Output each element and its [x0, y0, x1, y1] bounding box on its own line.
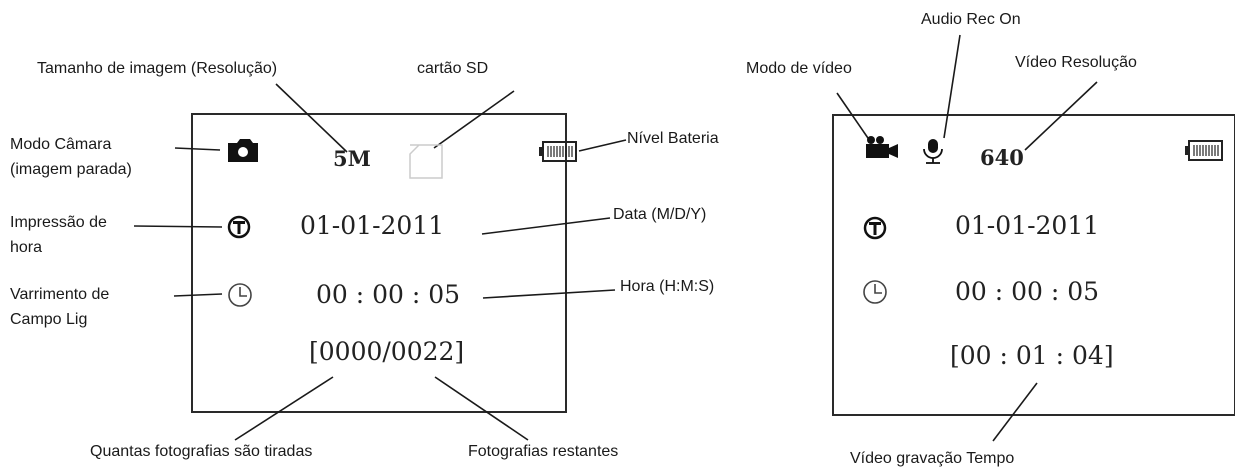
display-time: 00 : 00 : 05 [316, 280, 461, 309]
callout-video-mode [836, 92, 871, 142]
label-date: Data (M/D/Y) [613, 206, 707, 223]
label-video-resolution: Vídeo Resolução [1015, 54, 1137, 71]
label-time: Hora (H:M:S) [620, 278, 715, 295]
callout-date [481, 217, 611, 235]
label-photos-remaining: Fotografias restantes [468, 443, 619, 460]
label-audio-rec: Audio Rec On [921, 11, 1021, 28]
display-date: 01-01-2011 [300, 211, 445, 240]
camera-icon [228, 139, 258, 162]
display-rec-time: [00 : 01 : 04] [950, 341, 1114, 370]
timestamp-icon [863, 216, 887, 240]
callout-audio-rec [943, 34, 961, 139]
callout-time [482, 289, 616, 299]
callout-recording-time [992, 382, 1038, 442]
callout-timestamp [133, 225, 223, 228]
battery-icon [1185, 140, 1223, 161]
callout-image-size [275, 83, 348, 153]
label-field-scan-line2: Campo Lig [10, 311, 88, 328]
label-image-size: Tamanho de imagem (Resolução) [37, 60, 278, 77]
label-recording-time: Vídeo gravação Tempo [850, 450, 1015, 467]
video-camera-icon [866, 136, 898, 158]
label-camera-mode-line2: (imagem parada) [10, 161, 132, 178]
video-screen-frame [832, 114, 1235, 416]
microphone-icon [923, 139, 943, 164]
label-battery-level: Nível Bateria [627, 130, 719, 147]
callout-field-scan [173, 293, 223, 297]
label-sd-card: cartão SD [417, 60, 489, 77]
callout-camera-mode [174, 147, 221, 151]
label-photos-taken: Quantas fotografias são tiradas [90, 443, 313, 460]
label-timestamp-line2: hora [10, 239, 43, 256]
display-video-date: 01-01-2011 [955, 211, 1100, 240]
label-camera-mode-line1: Modo Câmara [10, 136, 112, 153]
callout-battery [578, 139, 627, 152]
sd-card-icon [409, 144, 443, 179]
callout-photos-remaining [434, 376, 529, 441]
timestamp-icon [227, 215, 251, 239]
display-video-time: 00 : 00 : 05 [955, 277, 1100, 306]
display-video-resolution: 640 [980, 145, 1024, 170]
label-video-mode: Modo de vídeo [746, 60, 852, 77]
callout-video-resolution [1024, 81, 1098, 151]
callout-sd-card [433, 90, 515, 149]
battery-icon [539, 141, 577, 162]
display-resolution: 5M [333, 146, 371, 171]
photo-screen-frame [191, 113, 567, 413]
label-timestamp-line1: Impressão de [10, 214, 107, 231]
display-counter: [0000/0022] [309, 337, 465, 366]
clock-icon [228, 283, 252, 307]
label-field-scan-line1: Varrimento de [10, 286, 110, 303]
callout-photos-taken [234, 376, 334, 441]
clock-icon [863, 280, 887, 304]
